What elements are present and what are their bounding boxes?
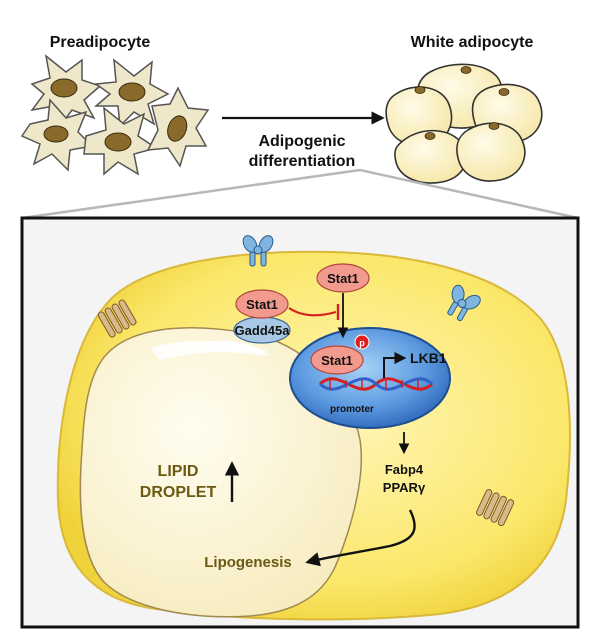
inhibition-line [288,307,337,317]
white-adipocyte-cell [394,129,467,184]
membrane-receptor-icon [447,284,481,322]
promoter-label: promoter [330,404,374,415]
preadipocyte-cell [146,86,210,168]
white-adipocyte-label: White adipocyte [411,34,534,51]
lipid-label-line2: DROPLET [140,484,217,501]
fabp4-label: Fabp4 [385,462,424,477]
transcription-start-arrow [383,352,407,378]
stat1-nuclear [310,345,364,375]
preadipocyte-cluster [20,54,210,176]
preadipocyte-cell [20,98,94,172]
stat1-cytoplasmic-label: Stat1 [327,271,359,286]
phospho-mark-label: p [359,338,365,348]
phospho-mark-icon [354,334,370,350]
preadipocyte-cell [93,58,170,128]
stat1-complex [235,289,289,319]
dna-helix-icon [318,377,434,391]
zoom-lines [21,168,579,220]
white-adipocyte-cell [456,122,526,182]
preadipocyte-cell [83,106,158,176]
lipogenesis-label: Lipogenesis [204,554,292,571]
lipid-label-line1: LIPID [158,463,199,480]
process-label-line1: Adipogenic [258,133,345,150]
transmembrane-protein-icon [476,489,515,527]
ppar-label: PPARγ [383,480,426,495]
gadd45a-label: Gadd45a [235,323,291,338]
preadipocyte-label: Preadipocyte [50,34,151,51]
preadipocyte-cell [30,54,102,128]
stat1-cytoplasmic [316,263,370,293]
lipogenesis-arrow [305,509,416,567]
white-adipocyte-cluster [385,63,543,184]
lkb1-label: LKB1 [410,350,447,366]
droplet-highlight [206,340,270,356]
membrane-receptor-icon [242,235,274,267]
stat1-nuclear-label: Stat1 [321,353,353,368]
stat1-complex-label: Stat1 [246,297,278,312]
process-label-line2: differentiation [249,153,356,170]
transmembrane-protein-icon [97,299,137,338]
